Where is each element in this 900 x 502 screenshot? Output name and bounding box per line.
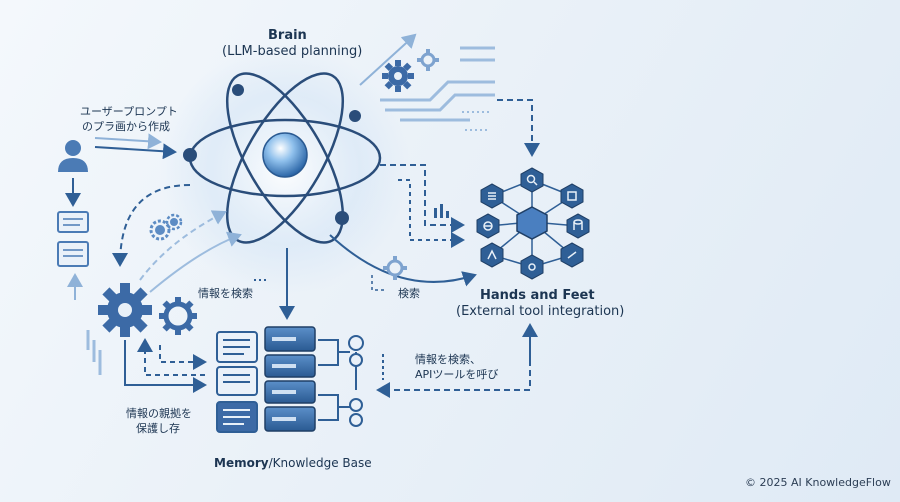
gear-icon-middle [383,256,407,280]
brain-title: Brain [268,28,307,43]
memory-title-bold: Memory [214,456,269,470]
circuit-lines [380,46,495,122]
gear-icon-large [98,283,152,337]
chat-bubble-icon [57,211,89,233]
decorative-bars [86,330,102,375]
gear-to-brain-light-2 [149,231,242,293]
memory-document-stack [216,331,258,433]
orbit-electrons [183,84,361,225]
database-server-icon [264,326,316,432]
brain-to-gear-dashed [112,184,191,267]
hands-subtitle: (External tool integration) [456,304,625,319]
gear-to-memory-dashed [159,345,207,370]
brain-to-hands-curve [329,234,477,287]
document-icon [57,241,89,267]
circuit-dots [462,111,490,131]
chart-bars-icon [434,204,449,218]
gear-to-brain-light [139,210,227,281]
copyright-footer: © 2025 AI KnowledgeFlow [745,476,891,489]
trend-arrow-top [359,33,417,86]
gear-icon-tiny-left-2 [165,213,183,231]
top-to-hands-dashed [497,99,540,157]
search-label: 検索 [398,287,420,300]
tool-hex-nodes [476,167,590,280]
save-label-2: 保護し存 [136,422,180,435]
tool-hex-glyphs [483,174,583,271]
user-to-brain-arrow [94,143,177,160]
brain-subtitle: (LLM-based planning) [222,44,363,59]
user-to-brain-arrow-light [94,133,162,150]
gear-icon-top-right-small [417,49,439,71]
user-prompt-label-1: ユーザープロンプト [80,105,178,118]
save-label-1: 情報の親拠を [126,407,192,420]
tool-hub-cube [516,206,548,240]
brain-nucleus [262,132,308,178]
search-info-label: 情報を検索 [198,287,253,300]
gear-icon-small [159,297,197,335]
gear-icon-top-right [382,60,414,92]
memory-to-gear-dashed [137,338,205,376]
brain-to-hands-dashed [380,164,465,233]
hands-title: Hands and Feet [480,288,595,303]
user-icon [58,140,88,172]
search-api-label-1: 情報を検索、 [415,353,481,366]
gear-icon-tiny-left [149,219,171,241]
user-prompt-label-2: のプラ画から作成 [82,120,170,133]
brain-to-hands-dashed-2 [398,179,465,248]
gear-to-memory-arrow [124,340,207,393]
search-dashed-arrow [371,275,385,291]
search-api-label-2: APIツールを呼び [415,368,499,381]
memory-title-rest: /Knowledge Base [268,456,372,470]
memory-title: Memory/Knowledge Base [214,456,372,470]
memory-tree-nodes [348,335,364,427]
